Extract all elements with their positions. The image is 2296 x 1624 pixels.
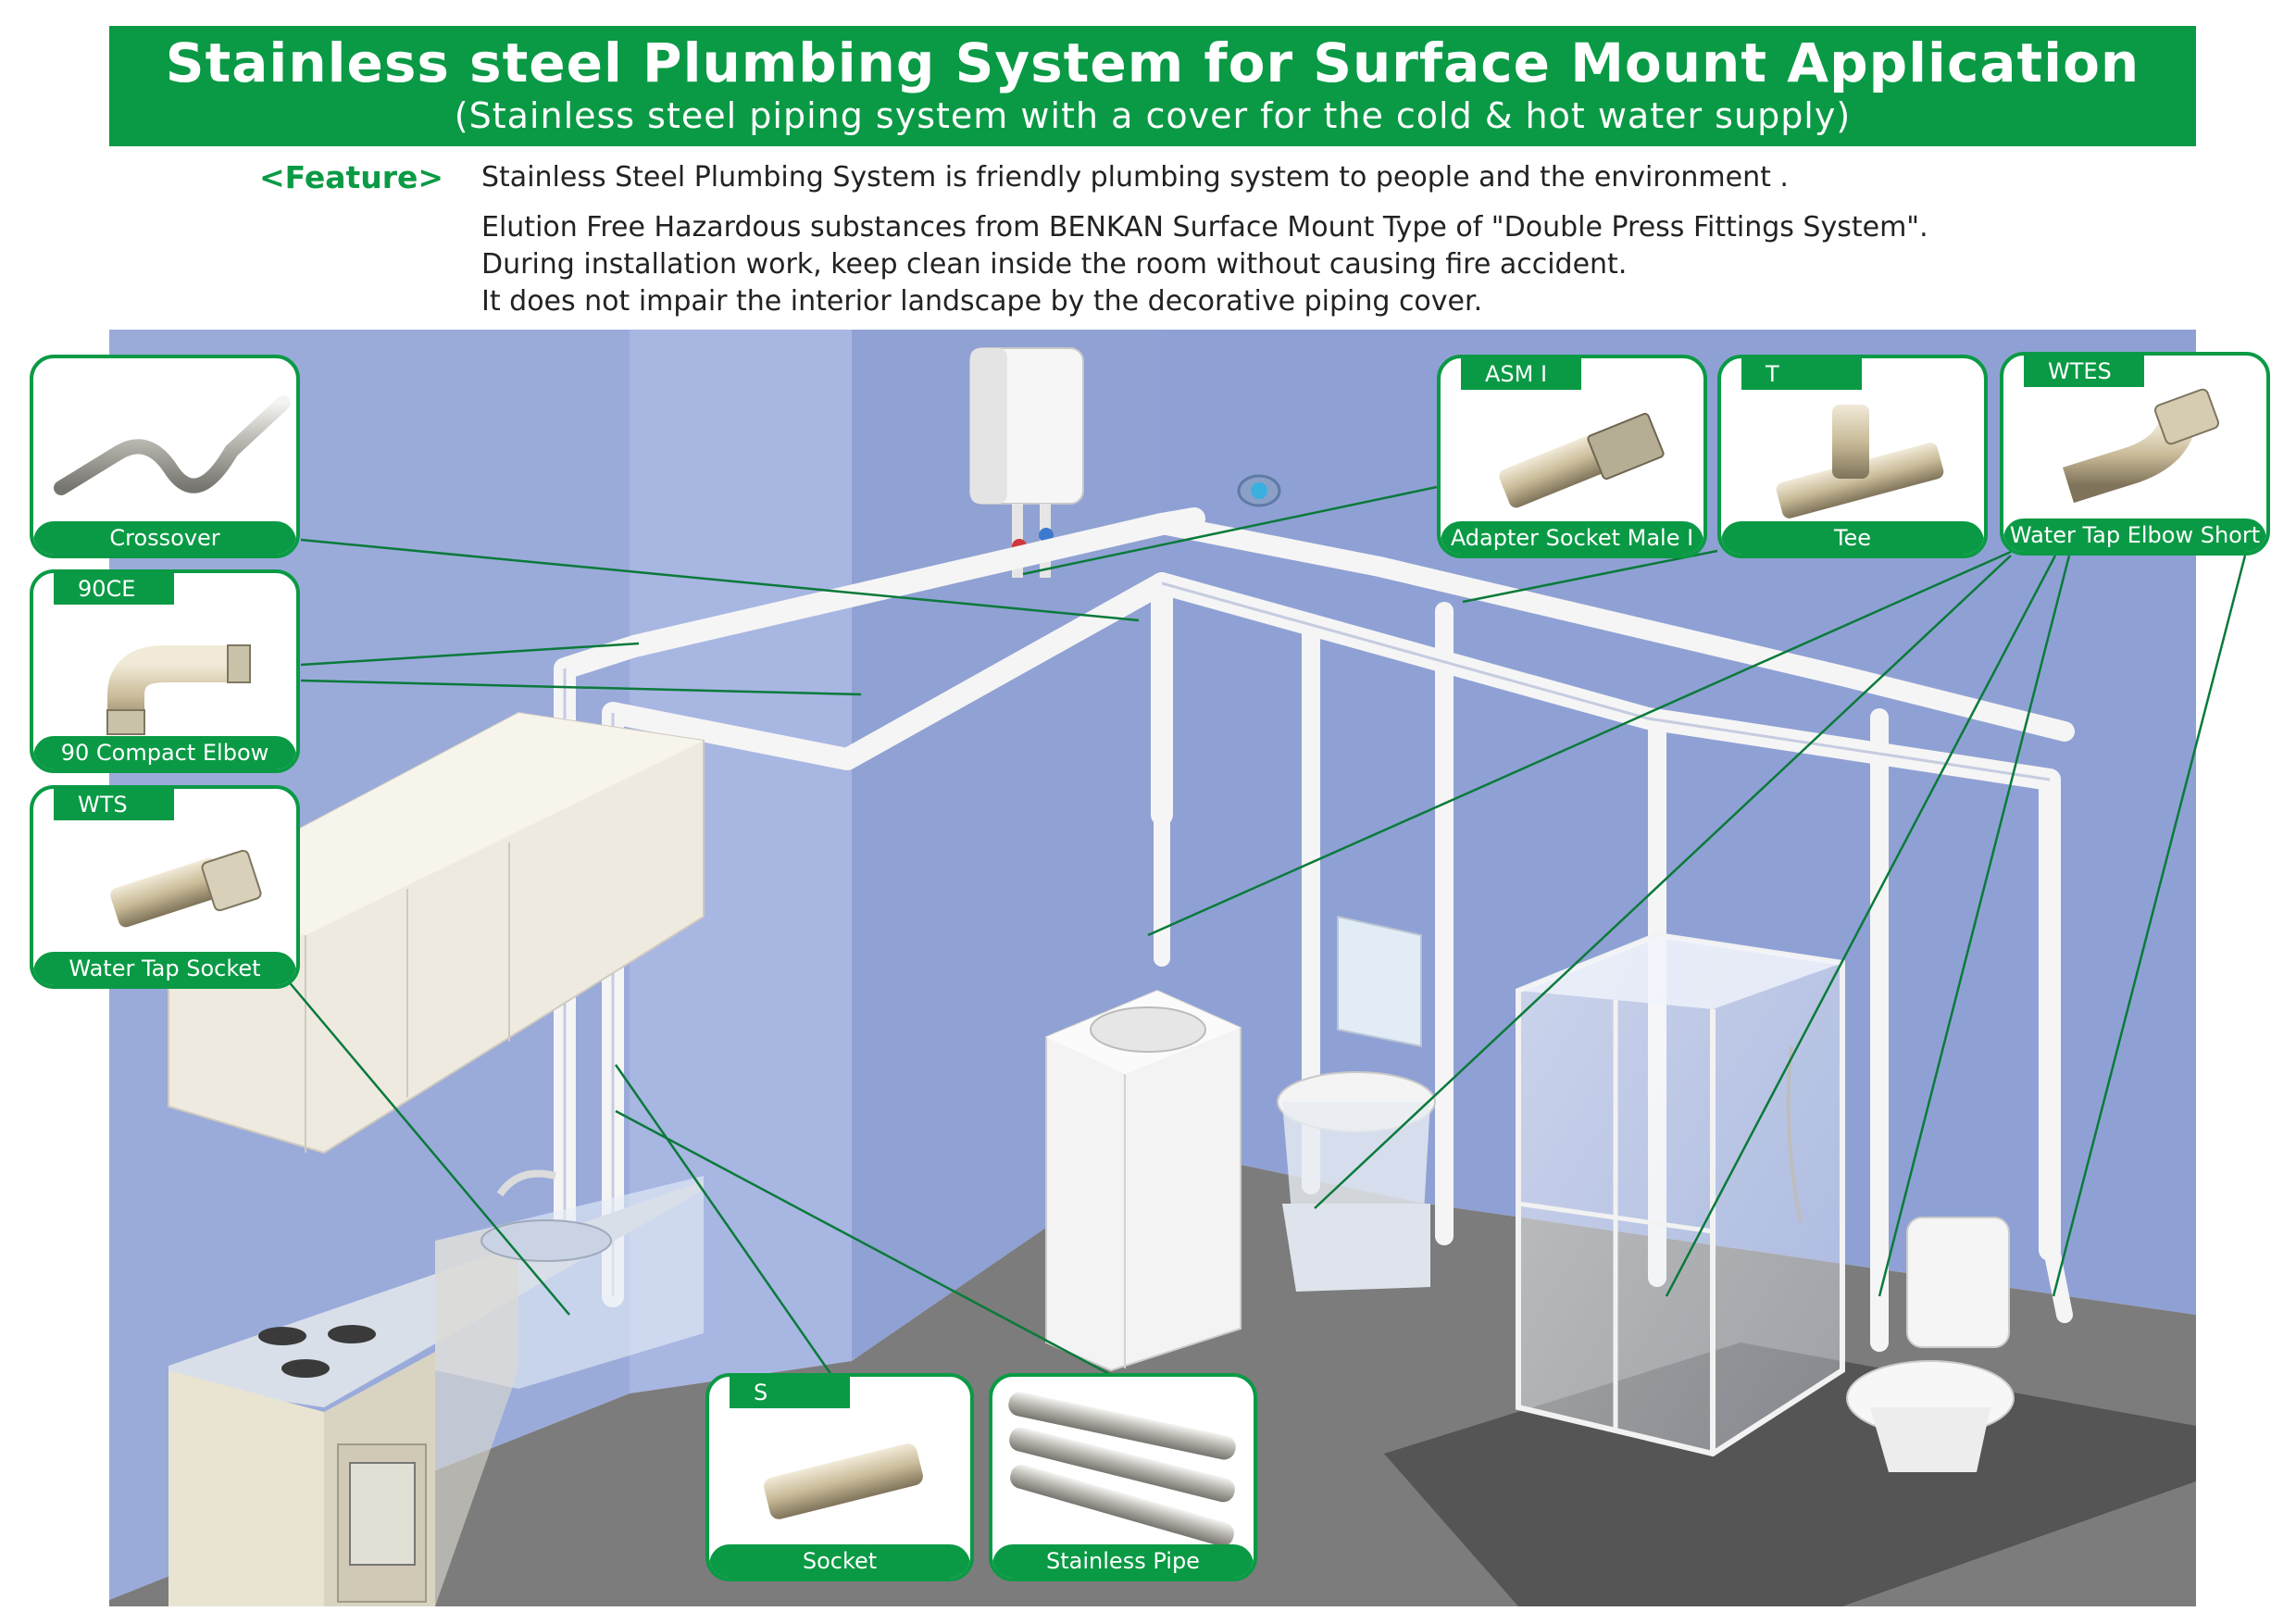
product-card-crossover[interactable]: Crossover (30, 355, 300, 558)
kitchen-counter (168, 1169, 704, 1606)
product-code: T (1741, 358, 1862, 390)
water-tap-elbow-icon (2063, 388, 2220, 504)
product-card-adapter-socket[interactable]: ASM I Adapter Socket Male I (1437, 355, 1707, 558)
product-card-stainless-pipe[interactable]: Stainless Pipe (989, 1373, 1257, 1581)
product-code: 90CE (54, 573, 174, 605)
product-name: Crossover (33, 521, 296, 555)
product-code: ASM I (1461, 358, 1581, 390)
product-card-socket[interactable]: S Socket (705, 1373, 974, 1581)
feature-text: Stainless Steel Plumbing System is frien… (481, 159, 1928, 320)
crossover-pipe-icon (54, 395, 291, 495)
product-code: WTES (2024, 356, 2144, 387)
feature-line: During installation work, keep clean ins… (481, 248, 1628, 281)
page-title: Stainless steel Plumbing System for Surf… (165, 31, 2140, 94)
product-name: Tee (1721, 521, 1984, 555)
product-card-water-tap-elbow[interactable]: WTES Water Tap Elbow Short (2000, 352, 2270, 556)
product-card-compact-elbow[interactable]: 90CE 90 Compact Elbow (30, 569, 300, 773)
product-name: 90 Compact Elbow (33, 736, 296, 769)
product-name: Water Tap Elbow Short (2003, 518, 2266, 552)
water-meter (1237, 474, 1281, 507)
leader-lines (286, 485, 2247, 1385)
feature-line: Elution Free Hazardous substances from B… (481, 211, 1928, 244)
stainless-pipe-icon (1008, 1392, 1236, 1547)
product-name: Socket (709, 1544, 970, 1578)
water-tap-socket-icon (110, 849, 262, 928)
title-banner: Stainless steel Plumbing System for Surf… (109, 26, 2196, 146)
shower-booth (1516, 931, 1845, 1457)
product-name: Adapter Socket Male I (1441, 521, 1703, 555)
feature-line: It does not impair the interior landscap… (481, 285, 1483, 318)
product-code: S (730, 1377, 850, 1408)
page-subtitle: (Stainless steel piping system with a co… (454, 95, 1852, 136)
adapter-socket-icon (1499, 412, 1665, 508)
wall-cabinet (168, 711, 705, 1155)
feature-label: <Feature> (259, 159, 444, 195)
toilet (1846, 1217, 2015, 1472)
feature-line: Stainless Steel Plumbing System is frien… (481, 161, 1789, 194)
product-name: Water Tap Socket (33, 952, 296, 985)
washing-machine (1045, 989, 1242, 1372)
tee-fitting-icon (1776, 405, 1944, 518)
product-card-tee[interactable]: T Tee (1717, 355, 1988, 558)
water-heater (969, 347, 1084, 578)
vanity (1277, 915, 1436, 1292)
compact-elbow-icon (106, 644, 251, 735)
product-card-water-tap-socket[interactable]: WTS Water Tap Socket (30, 785, 300, 989)
socket-fitting-icon (764, 1443, 923, 1519)
product-name: Stainless Pipe (992, 1544, 1254, 1578)
product-code: WTS (54, 789, 174, 820)
